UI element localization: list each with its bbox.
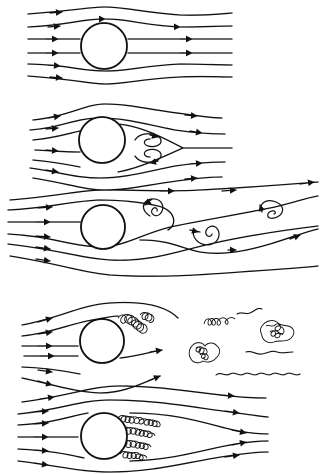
panel-4-turbulent-eddies xyxy=(22,303,300,393)
wavy-trail xyxy=(246,351,293,354)
streamline xyxy=(130,413,268,434)
flow-arrow xyxy=(38,318,52,322)
lower-vortex-1 xyxy=(193,226,219,245)
detached-eddy-lower xyxy=(189,343,219,363)
flow-arrow xyxy=(232,442,246,445)
turbulent-eddy xyxy=(140,312,154,322)
streamline xyxy=(33,160,80,167)
streamline xyxy=(18,400,268,417)
detached-eddy-upper xyxy=(204,318,235,326)
flow-arrow xyxy=(38,381,52,385)
upper-vortex xyxy=(135,134,161,147)
cylinder xyxy=(81,23,127,69)
streamline xyxy=(18,449,84,458)
wavy-trail xyxy=(237,308,262,314)
flow-arrow xyxy=(220,395,234,396)
streamline xyxy=(22,386,266,402)
streamline xyxy=(130,441,268,461)
cylinder xyxy=(80,319,124,363)
panel-5-turbulent-wake xyxy=(18,386,268,472)
upper-vortex-1 xyxy=(143,199,162,216)
streamline xyxy=(18,413,88,425)
flow-arrow xyxy=(190,163,202,164)
streamline xyxy=(10,256,318,276)
detached-eddy-right xyxy=(260,321,293,343)
cylinder xyxy=(79,117,125,163)
panel-2-twin-vortices xyxy=(30,104,232,190)
recirculation-boundary xyxy=(118,124,183,172)
streamline xyxy=(28,64,232,71)
panel-1-attached-flow xyxy=(28,7,232,84)
flow-arrow xyxy=(148,376,160,381)
streamline xyxy=(22,367,80,374)
panel-3-vortex-street xyxy=(8,182,318,276)
turbulent-eddy xyxy=(118,314,147,333)
wavy-trail xyxy=(216,373,300,375)
flow-arrow xyxy=(222,190,236,191)
streamline xyxy=(33,131,80,140)
streamline xyxy=(28,7,232,15)
lower-vortex xyxy=(135,149,161,162)
flow-arrow xyxy=(48,26,60,27)
cylinder xyxy=(81,205,125,249)
streamline xyxy=(22,376,160,393)
flow-arrow xyxy=(38,370,52,372)
cylinder xyxy=(81,413,127,459)
streamline xyxy=(33,104,222,120)
